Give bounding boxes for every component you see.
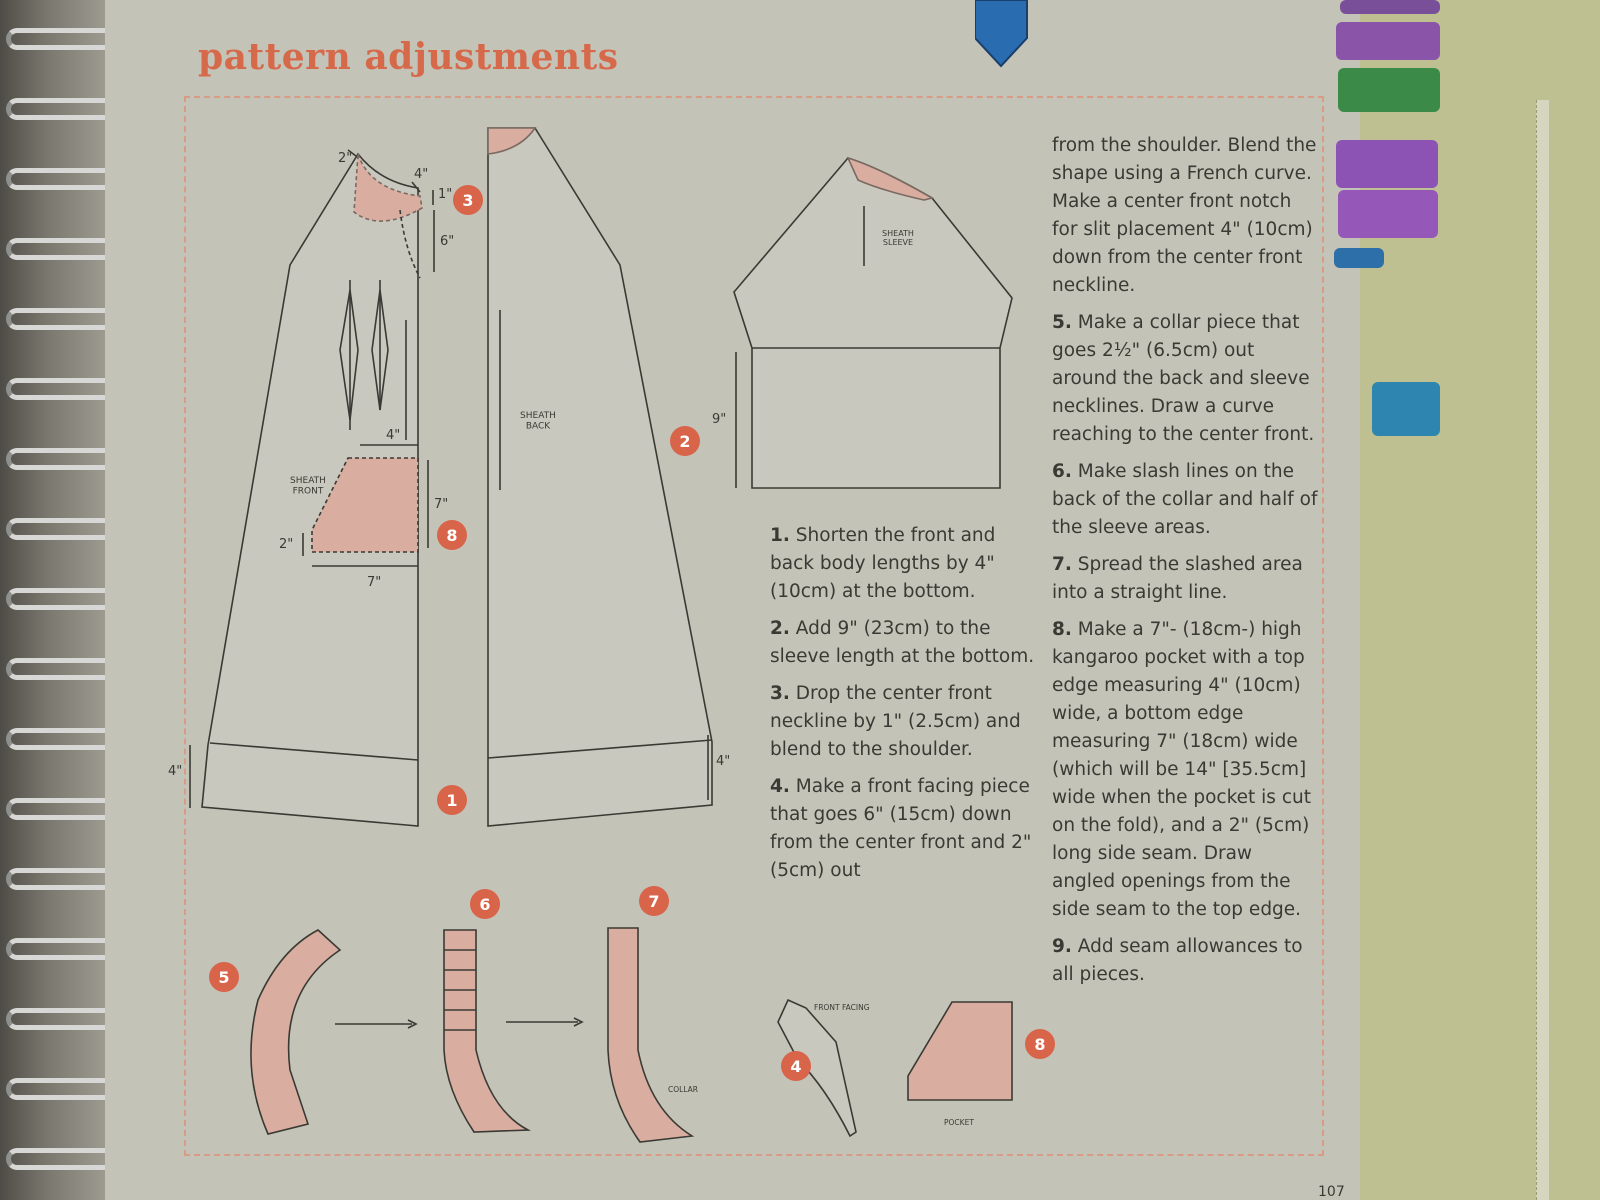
index-tab (1334, 248, 1384, 268)
badge-1: 1 (437, 785, 467, 815)
svg-text:8: 8 (446, 526, 457, 545)
measure-7in-height: 7" (434, 497, 448, 512)
badge-6: 6 (470, 889, 500, 919)
badge-5: 5 (209, 962, 239, 992)
collar-step5 (250, 929, 342, 1135)
svg-text:2: 2 (679, 432, 690, 451)
measure-7in-bottom: 7" (367, 575, 381, 590)
badge-4: 4 (781, 1051, 811, 1081)
sheath-front-piece (189, 149, 435, 827)
step-1: 1. Shorten the front and back body lengt… (770, 525, 996, 602)
measure-4in-back-hem: 4" (716, 754, 730, 769)
index-tab (1372, 382, 1440, 436)
page-number: 107 (1318, 1184, 1345, 1200)
measure-2in-side: 2" (279, 537, 293, 552)
collar-step7 (607, 927, 695, 1143)
step-4-continued: from the shoulder. Blend the shape using… (1052, 135, 1317, 296)
measure-2in: 2" (338, 151, 352, 166)
step-2: 2. Add 9" (23cm) to the sleeve length at… (770, 618, 1035, 667)
badge-3: 3 (453, 185, 483, 215)
badge-2: 2 (670, 426, 700, 456)
step-8: 8. Make a 7"- (18cm-) high kangaroo pock… (1052, 619, 1311, 920)
badge-8-pocket: 8 (1025, 1029, 1055, 1059)
index-tab (1338, 190, 1438, 238)
svg-text:6: 6 (479, 895, 490, 914)
adjacent-page-edge (1536, 100, 1549, 1200)
adjacent-page (1334, 0, 1600, 1200)
svg-text:4: 4 (790, 1057, 801, 1076)
badge-7: 7 (639, 886, 669, 916)
measure-4in-pocket: 4" (386, 428, 400, 443)
page-title: pattern adjustments (198, 36, 619, 78)
instructions-column-right: from the shoulder. Blend the shape using… (1052, 132, 1320, 998)
sheath-sleeve-piece (733, 156, 1013, 489)
collar-step6 (443, 929, 532, 1133)
diagram-frame (184, 96, 1324, 1156)
step-6: 6. Make slash lines on the back of the c… (1052, 461, 1318, 538)
badge-8-diagram: 8 (437, 520, 467, 550)
collar-label: COLLAR (668, 1085, 698, 1094)
sheath-back-piece (487, 127, 713, 827)
step-4: 4. Make a front facing piece that goes 6… (770, 776, 1032, 881)
measure-9in-sleeve: 9" (712, 412, 726, 427)
measure-4in-front-hem: 4" (168, 764, 182, 779)
step-3: 3. Drop the center front neckline by 1" … (770, 683, 1021, 760)
step-7: 7. Spread the slashed area into a straig… (1052, 554, 1303, 603)
svg-text:1: 1 (446, 791, 457, 810)
svg-text:8: 8 (1034, 1035, 1045, 1054)
ribbon-bookmark (975, 0, 1028, 68)
index-tab (1336, 140, 1438, 188)
index-tab (1338, 68, 1440, 112)
pocket-piece (907, 1001, 1013, 1101)
measure-4in-neck: 4" (414, 167, 428, 182)
pocket-label: POCKET (944, 1118, 974, 1127)
step-9: 9. Add seam allowances to all pieces. (1052, 936, 1303, 985)
svg-text:7: 7 (648, 892, 659, 911)
svg-text:5: 5 (218, 968, 229, 987)
instructions-column-middle: 1. Shorten the front and back body lengt… (770, 522, 1045, 894)
measure-1in: 1" (438, 187, 452, 202)
measure-6in: 6" (440, 234, 454, 249)
index-tab (1340, 0, 1440, 14)
svg-text:3: 3 (462, 191, 473, 210)
step-5: 5. Make a collar piece that goes 2½" (6.… (1052, 312, 1315, 445)
index-tab (1336, 22, 1440, 60)
front-facing-label: FRONT FACING (814, 1003, 870, 1012)
